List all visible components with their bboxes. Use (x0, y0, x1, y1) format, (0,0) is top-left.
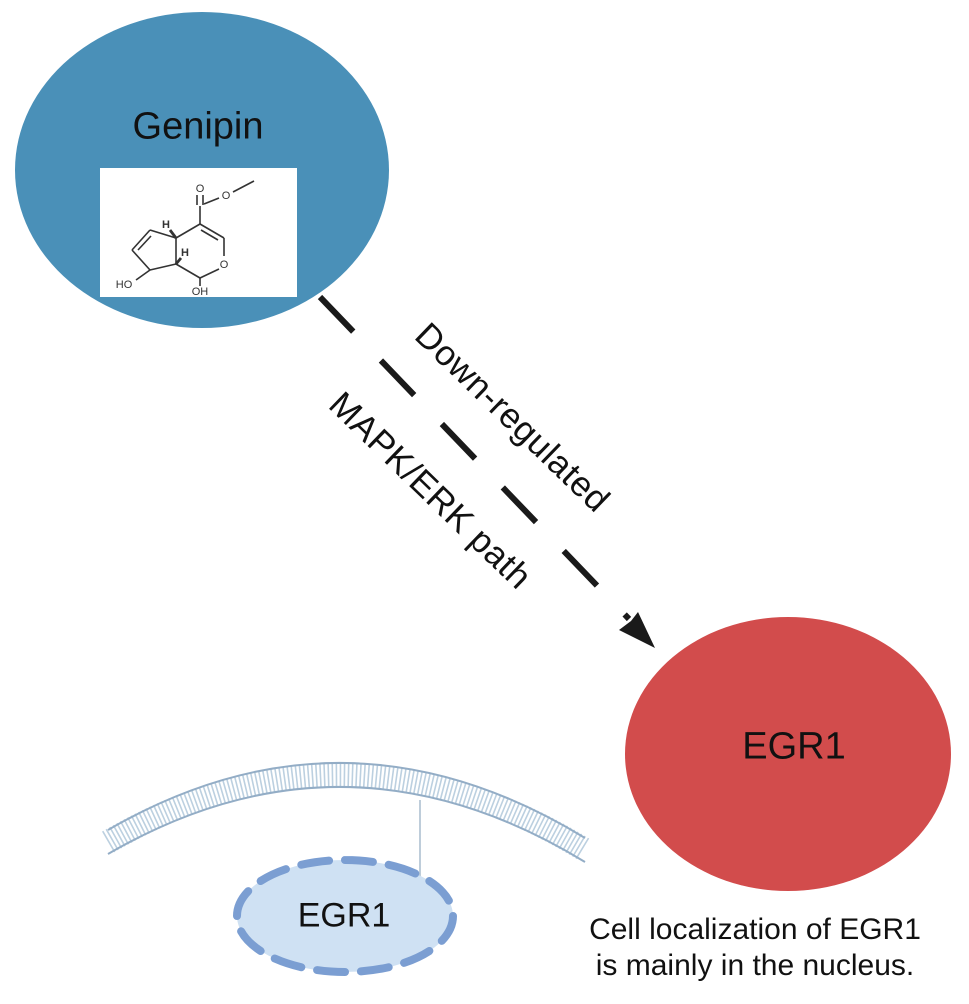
caption-line-1: Cell localization of EGR1 (589, 913, 921, 946)
genipin-node-label: Genipin (132, 105, 264, 148)
molecule-box (100, 168, 297, 297)
ring-oxygen-label: O (220, 259, 229, 271)
membrane-inner-edge (107, 786, 586, 863)
hydroxyl-label: OH (192, 286, 209, 298)
nucleus-egr1-label: EGR1 (297, 896, 391, 935)
cell-membrane-icon (101, 762, 592, 884)
membrane-band (101, 763, 592, 861)
hydroxymethyl-label: HO (116, 279, 133, 291)
carbonyl-oxygen-label: O (196, 183, 205, 195)
stereo-h-bottom-label: H (181, 247, 189, 259)
egr1-ellipse (625, 617, 951, 891)
nucleus-ellipse (233, 856, 457, 976)
egr1-node-label: EGR1 (742, 725, 846, 768)
stereo-h-top-label: H (162, 219, 170, 231)
caption-line-2: is mainly in the nucleus. (595, 949, 915, 982)
molecule-structure-icon: O O O OH HO H H (116, 180, 255, 298)
ester-oxygen-label: O (222, 190, 231, 202)
membrane-outer-edge (107, 762, 586, 839)
regulation-arrow-head-icon (619, 612, 655, 648)
regulation-arrow-dashed-line (317, 294, 632, 622)
